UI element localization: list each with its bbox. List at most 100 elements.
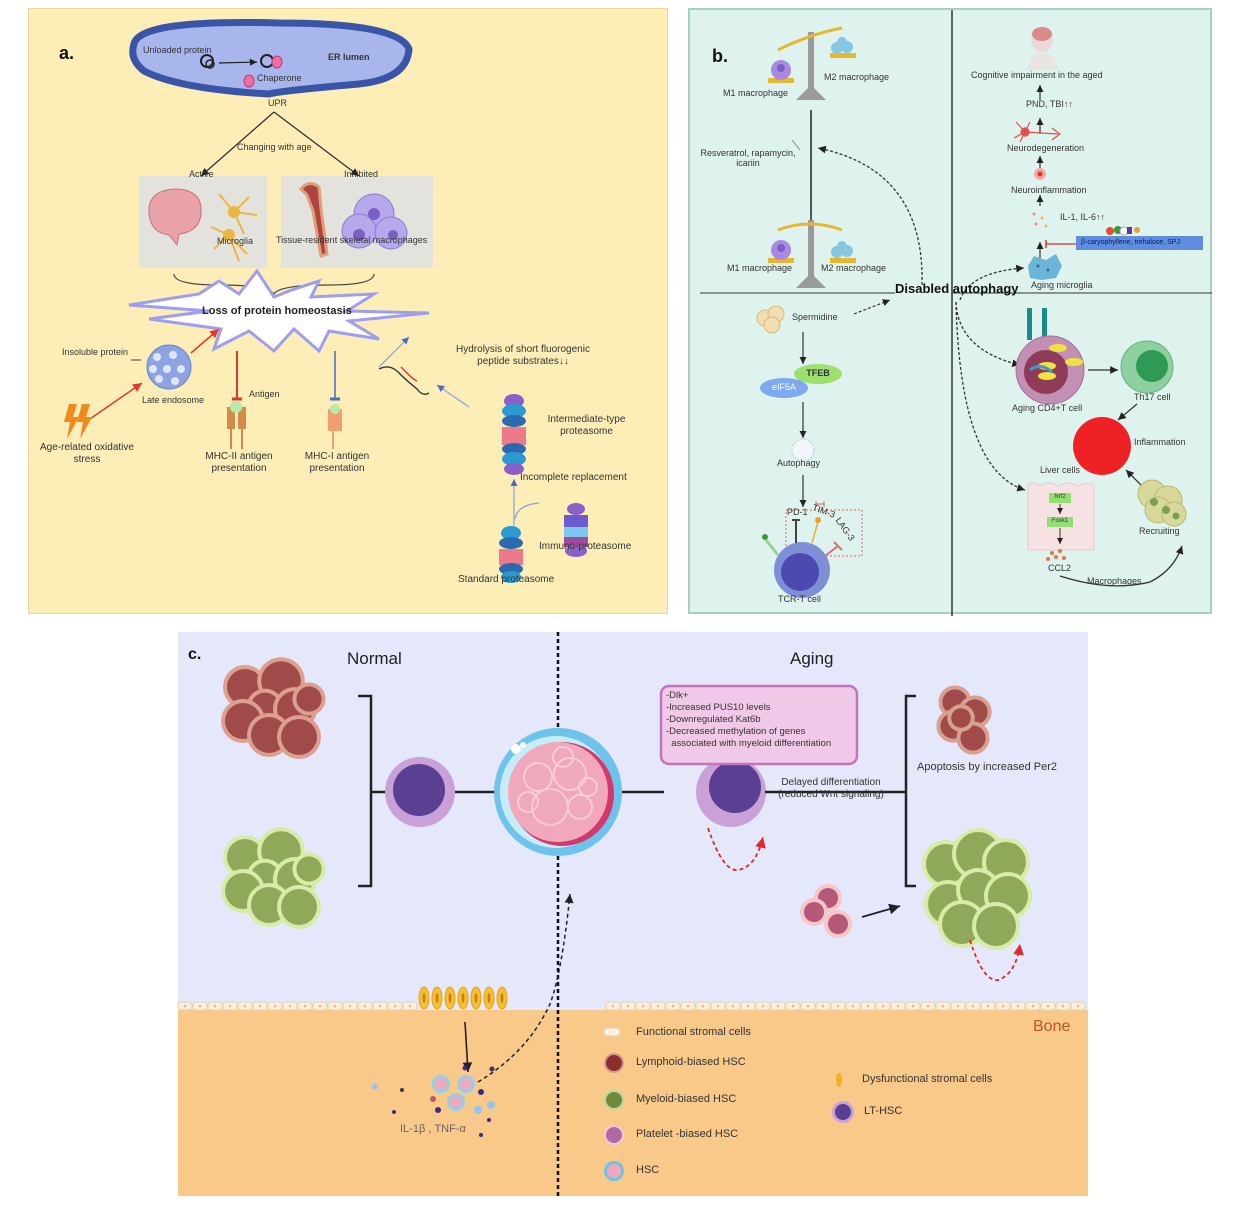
aging-microglia-icon xyxy=(1028,254,1062,280)
legend-dysfunctional-stromal: Dysfunctional stromal cells xyxy=(862,1073,993,1085)
microglia-icon xyxy=(210,193,258,262)
m1-macrophage-top-label: M1 macrophage xyxy=(723,88,789,98)
recruiting-label: Recruiting xyxy=(1139,526,1180,536)
lymphoid-biased-hsc-cluster-aging xyxy=(936,685,992,755)
legend-icons xyxy=(603,1027,854,1181)
legend-platelet-hsc: Platelet -biased HSC xyxy=(636,1128,739,1140)
foxk1-label: Foxk1 xyxy=(1051,518,1069,524)
liver-cells-label: Liver cells xyxy=(1040,465,1081,475)
legend-lymphoid-hsc: Lymphoid-biased HSC xyxy=(636,1056,746,1068)
neuroinflammation-label: Neuroinflammation xyxy=(1011,185,1087,195)
upr-label: UPR xyxy=(268,98,288,108)
inhibitors-box xyxy=(1076,236,1203,250)
panel-a-label: a. xyxy=(59,43,75,63)
aging-microglia-label: Aging microglia xyxy=(1031,280,1093,290)
immuno-proteasome-icon xyxy=(564,503,588,557)
late-endosome-icon xyxy=(146,344,192,390)
tcr-t-cell-label: TCR-T cell xyxy=(778,594,821,604)
tissue-macrophages-label: Tissue-resident skeletal macrophages xyxy=(276,235,428,245)
cytokine-dots-icon xyxy=(1032,212,1048,228)
aging-info-box xyxy=(659,684,859,766)
panel-b: b. M1 macrophage M2 macrophage Resveratr… xyxy=(688,8,1212,616)
m2-macrophage-bottom-label: M2 macrophage xyxy=(821,263,887,273)
aging-info-line: -Decreased methylation of genes xyxy=(666,726,806,737)
cell-inner xyxy=(251,717,287,753)
aging-info-line: -Increased PUS10 levels xyxy=(666,702,771,713)
self-renewal-arrow-myeloid xyxy=(969,939,1024,981)
inhibited-label: Inhibited xyxy=(344,169,379,179)
aging-info-text: -Dlk+ -Increased PUS10 levels -Downregul… xyxy=(666,690,856,750)
lymphoid-biased-hsc-cluster-normal xyxy=(221,657,326,759)
insoluble-protein-label: Insoluble protein xyxy=(62,347,129,357)
cell-inner xyxy=(251,887,287,923)
human-head-icon xyxy=(1028,27,1058,70)
hsc-cytokine-cluster xyxy=(372,1065,495,1137)
loss-of-homeostasis-label: Loss of protein homeostasis xyxy=(202,305,352,317)
panel-b-graphics xyxy=(700,10,1212,616)
oxidative-stress-line2: stress xyxy=(73,453,101,465)
protein-chaperone-complex-icon xyxy=(260,54,283,69)
scale-bottom-icon xyxy=(768,220,856,288)
cognitive-impairment-label: Cognitive impairment in the aged xyxy=(971,70,1103,80)
liver-cell-icon xyxy=(1027,482,1095,551)
normal-bracket xyxy=(358,694,373,888)
cell-inner xyxy=(281,889,317,925)
cell-inner xyxy=(976,906,1016,946)
standard-proteasome-icon xyxy=(499,526,523,583)
eif5a-label: eIF5A xyxy=(771,382,796,392)
functional-stromal-cell-icon xyxy=(603,1027,621,1037)
incomplete-replacement-label: Incomplete replacement xyxy=(520,472,627,483)
legend-myeloid-hsc: Myeloid-biased HSC xyxy=(636,1093,737,1105)
inhibitors-label: β-caryophyllene, trehalose, SPJ xyxy=(1081,239,1180,246)
delayed-line1: Delayed differentiation xyxy=(781,777,881,788)
legend-lt-hsc: LT-HSC xyxy=(864,1105,903,1117)
mhc1-line2: presentation xyxy=(309,462,365,474)
m1-macrophage-bottom-label: M1 macrophage xyxy=(727,263,793,273)
aging-cd4-t-cell-label: Aging CD4+T cell xyxy=(1012,403,1083,413)
bone-region xyxy=(178,1010,1088,1196)
oxidative-stress-lightning-icon xyxy=(64,404,92,439)
legend-functional-stromal: Functional stromal cells xyxy=(636,1026,751,1038)
mhc2-line2: presentation xyxy=(211,462,267,474)
standard-proteasome-label: Standard proteasome xyxy=(458,574,555,585)
lt-hsc-icon xyxy=(835,1104,851,1120)
mhc1-icon xyxy=(328,404,342,449)
cell-inner xyxy=(296,686,322,712)
chaperone-label: Chaperone xyxy=(257,73,302,83)
panel-c-label: c. xyxy=(188,646,202,663)
m2-macrophage-top-label: M2 macrophage xyxy=(824,72,890,82)
intermediate-line2: proteasome xyxy=(560,425,613,437)
spermidine-label: Spermidine xyxy=(792,312,838,322)
immuno-proteasome-label: Immuno-proteasome xyxy=(539,541,632,552)
central-hsc-icon xyxy=(494,728,622,856)
neurodegeneration-label: Neurodegeneration xyxy=(1007,143,1085,153)
mhc2-icon xyxy=(227,401,246,449)
panel-a: a. Unloaded protein ER lumen Chaperone U… xyxy=(28,8,668,614)
mhc2-line1: MHC-II antigen xyxy=(205,451,273,462)
nrf2-node xyxy=(1049,493,1071,503)
cell-inner xyxy=(986,842,1026,882)
tfeb-node xyxy=(794,364,842,384)
cell-inner xyxy=(942,904,982,944)
myeloid-biased-hsc-cluster-normal xyxy=(221,827,326,929)
lt-hsc-aging-icon xyxy=(696,757,766,827)
hydrolysis-line1: Hydrolysis of short fluorogenic xyxy=(456,344,590,355)
inflammation-label: Inflammation xyxy=(1134,437,1186,447)
aging-info-line: -Downregulated Kat6b xyxy=(666,714,761,725)
pd1-label: PD-1 xyxy=(787,507,808,517)
tcr-t-cell-icon xyxy=(762,517,843,598)
brain-icon xyxy=(148,188,202,247)
legend-hsc: HSC xyxy=(636,1164,660,1176)
drugs-line1: Resveratrol, rapamycin, xyxy=(700,148,796,158)
spermidine-icon xyxy=(756,305,785,334)
scale-top-icon xyxy=(768,26,856,100)
chaperone-icon xyxy=(243,74,255,88)
hsc-icon xyxy=(607,1164,621,1178)
drugs-line2: icariin xyxy=(736,158,760,169)
er-lumen-label: ER lumen xyxy=(328,52,370,62)
self-renewal-arrow-lt-hsc xyxy=(707,827,766,871)
